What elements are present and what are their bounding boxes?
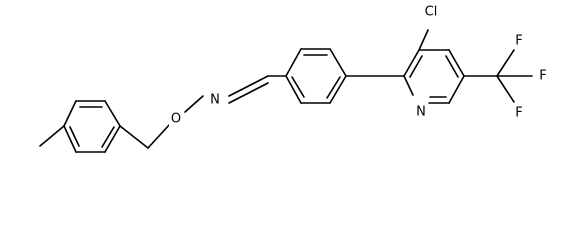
n-ch-double-bond-second	[228, 82, 269, 104]
tolyl-ring	[39, 100, 121, 153]
methyl-bond	[39, 125, 65, 147]
c-f-bond	[496, 75, 515, 103]
oxime-oxygen-label: O	[171, 112, 181, 127]
chlorine-label: Cl	[425, 5, 438, 20]
bond	[329, 48, 347, 77]
pyridine-nitrogen-label: N	[416, 105, 426, 120]
label-background	[169, 110, 183, 128]
bond-inner	[409, 55, 423, 78]
c-f-bond	[496, 49, 515, 77]
c-cl-bond	[418, 29, 429, 51]
label-background	[421, 3, 441, 21]
atom-labels: Cl N N O F F F	[169, 3, 547, 128]
n-ch-double-bond	[228, 75, 269, 97]
oxime-nitrogen-label: N	[210, 93, 220, 108]
oxime-linker	[119, 75, 287, 149]
phenyl-ring	[285, 48, 347, 104]
fluorine-label-top: F	[515, 34, 522, 49]
bond-inner	[445, 55, 459, 78]
label-background	[414, 103, 428, 121]
ch2-o-bond	[147, 123, 171, 149]
o-n-bond	[184, 95, 204, 113]
bond	[104, 100, 121, 127]
bond	[119, 125, 149, 149]
bond	[448, 49, 465, 77]
bond	[285, 75, 302, 104]
bond	[403, 49, 420, 77]
bond	[329, 75, 347, 104]
bond-inner	[101, 126, 115, 148]
fluorine-label-bottom: F	[515, 106, 522, 121]
bond	[403, 75, 414, 96]
bond-inner	[69, 126, 80, 147]
fluorine-label-right: F	[539, 69, 546, 84]
bond-inner	[291, 76, 305, 98]
label-background	[208, 91, 222, 109]
pyridine-ring	[403, 29, 465, 104]
chemical-structure-diagram: Cl N N O F F F	[39, 3, 547, 153]
bond	[448, 75, 465, 104]
bond	[104, 125, 121, 153]
trifluoromethyl-group	[463, 49, 533, 103]
bond-inner	[326, 76, 341, 99]
bond	[285, 48, 302, 77]
bond	[63, 100, 77, 127]
bond	[63, 125, 77, 153]
